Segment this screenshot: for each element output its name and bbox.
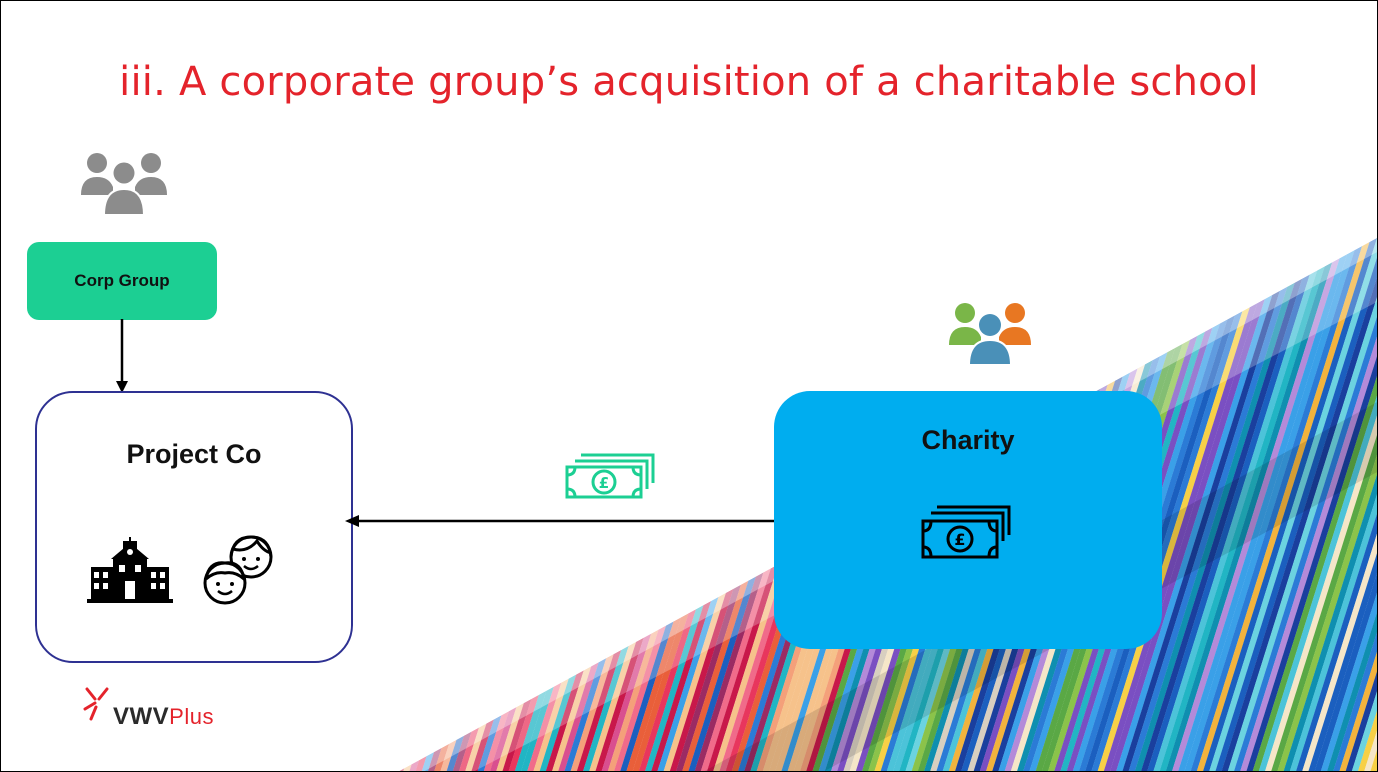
payment-arrow [345,515,779,527]
people-group-icon [81,153,167,216]
project-co-label: Project Co [126,439,262,469]
vwv-plus-logo: VWVPlus [113,703,214,731]
pound-banknotes-icon: £ [921,505,1011,559]
charity-label: Charity [921,425,1015,455]
pound-banknotes-icon: £ [565,453,655,499]
slide-title: iii. A corporate group’s acquisition of … [119,59,1259,105]
logo-brand: VWV [113,703,170,730]
school-building-icon [87,537,173,603]
svg-text:£: £ [599,474,609,492]
corp-group-box: Corp Group [27,242,217,320]
logo-suffix: Plus [169,704,214,729]
svg-text:£: £ [954,530,965,549]
corp-group-label: Corp Group [74,271,170,290]
children-faces-icon [203,535,273,605]
project-co-box: Project Co [35,391,353,663]
vwv-logo-icon [83,687,109,721]
people-group-icon [949,303,1031,366]
charity-box: Charity [774,391,1162,649]
ownership-arrow [116,319,128,393]
